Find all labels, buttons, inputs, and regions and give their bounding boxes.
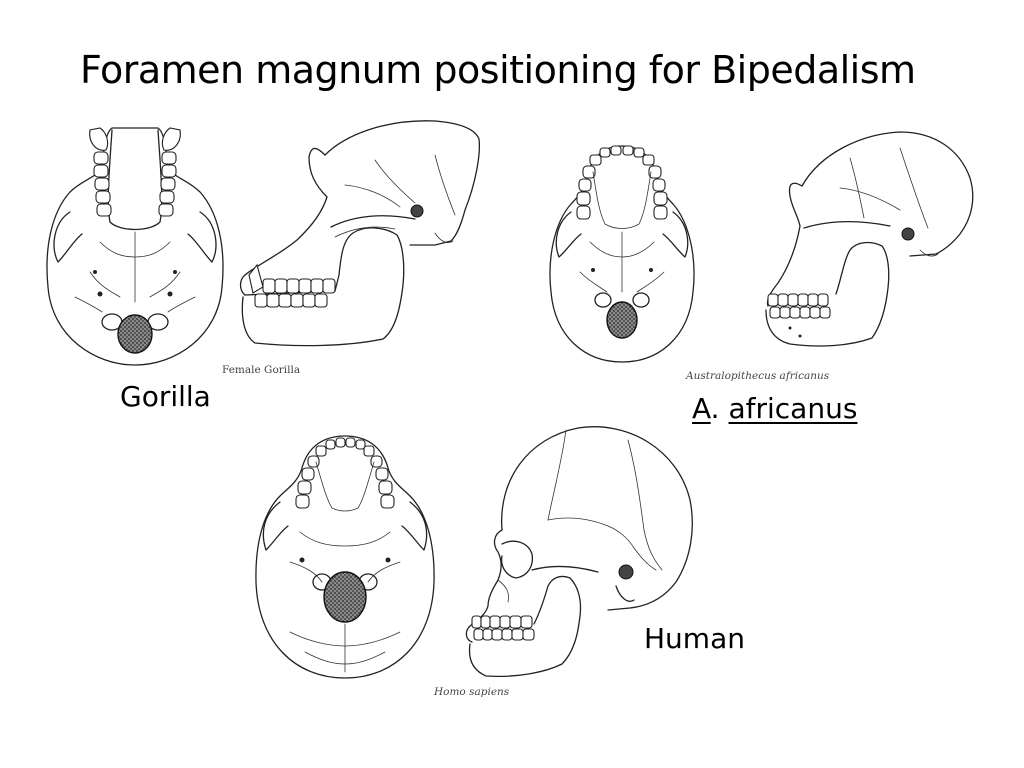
africanus-label: A. africanus	[692, 392, 857, 425]
africanus-genus: A	[692, 392, 711, 425]
gorilla-label: Gorilla	[120, 380, 211, 413]
africanus-lateral-view-illustration	[765, 131, 974, 347]
gorilla-inferior-view-illustration	[46, 127, 224, 366]
human-inferior-view-illustration	[255, 435, 435, 679]
africanus-species: africanus	[728, 392, 858, 425]
africanus-inferior-view-illustration	[549, 145, 695, 363]
slide-title: Foramen magnum positioning for Bipedalis…	[80, 48, 916, 92]
africanus-caption: Australopithecus africanus	[686, 370, 830, 382]
human-caption: Homo sapiens	[434, 686, 510, 698]
human-label: Human	[644, 622, 745, 655]
human-lateral-view-illustration	[465, 426, 693, 678]
gorilla-lateral-view-illustration	[239, 120, 481, 347]
africanus-dot: .	[710, 392, 720, 425]
gorilla-caption: Female Gorilla	[222, 364, 301, 376]
